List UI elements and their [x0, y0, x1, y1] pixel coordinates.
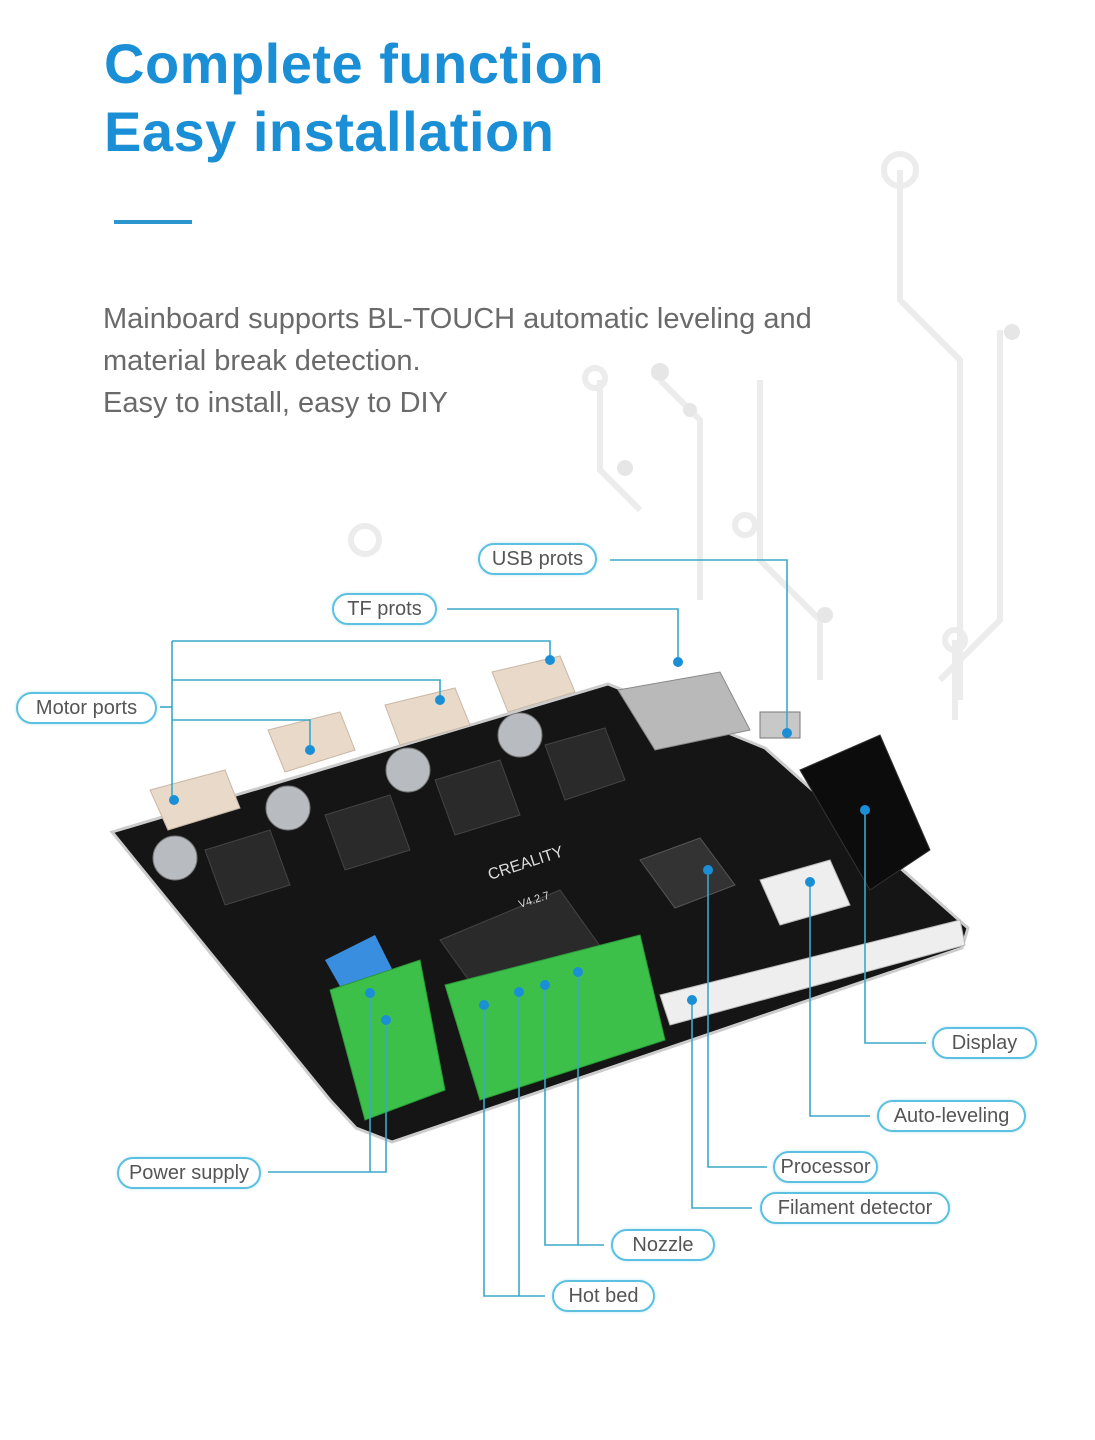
- label-display: Display: [932, 1027, 1037, 1059]
- label-usb-ports: USB prots: [478, 543, 597, 575]
- power-terminal: [329, 959, 446, 1121]
- description: Mainboard supports BL-TOUCH automatic le…: [103, 298, 812, 424]
- side-connectors: [659, 859, 966, 1026]
- heater-terminal: [444, 934, 666, 1101]
- label-nozzle: Nozzle: [611, 1229, 715, 1261]
- label-auto-leveling: Auto-leveling: [877, 1100, 1026, 1132]
- label-hot-bed: Hot bed: [552, 1280, 655, 1312]
- page-title: Complete function Easy installation: [104, 30, 604, 166]
- label-filament-detector: Filament detector: [760, 1192, 950, 1224]
- label-processor: Processor: [773, 1151, 878, 1183]
- label-power-supply: Power supply: [117, 1157, 261, 1189]
- pointer-dots: [169, 655, 870, 1025]
- processor-chip: [639, 837, 736, 909]
- tf-slot: [617, 671, 751, 751]
- description-line: material break detection.: [103, 345, 421, 377]
- description-line: Easy to install, easy to DIY: [103, 387, 448, 419]
- label-tf-ports: TF prots: [332, 593, 437, 625]
- capacitors: [152, 712, 543, 881]
- usb-port: [759, 711, 801, 739]
- label-motor-ports: Motor ports: [16, 692, 157, 724]
- divider: [114, 220, 192, 224]
- title-line-2: Easy installation: [104, 100, 555, 163]
- title-line-1: Complete function: [104, 32, 605, 95]
- description-line: Mainboard supports BL-TOUCH automatic le…: [103, 303, 812, 335]
